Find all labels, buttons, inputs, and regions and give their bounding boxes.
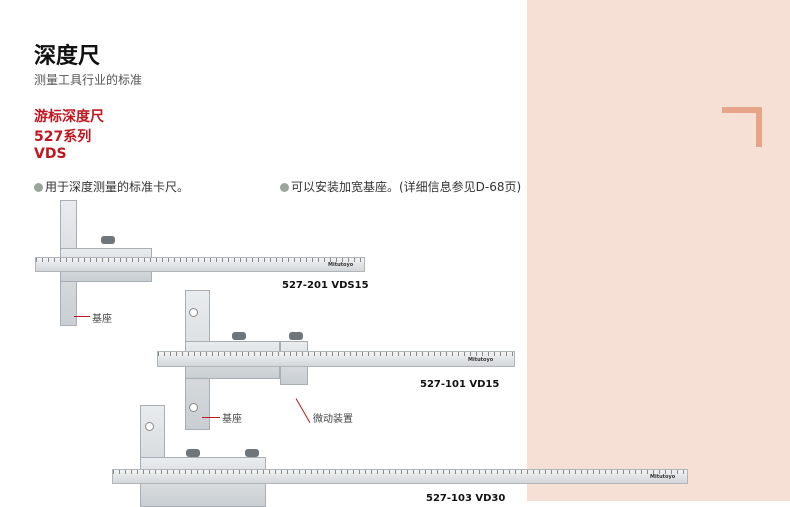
base-hole	[189, 308, 198, 317]
model-label: 527-201 VDS15	[282, 280, 369, 291]
base-hole	[145, 422, 154, 431]
feature-text: 可以安装加宽基座。(详细信息参见D-68页)	[291, 180, 522, 194]
decorative-side-panel	[527, 0, 790, 501]
brand-logo: Mitutoyo	[468, 357, 494, 363]
leader-line	[74, 316, 90, 317]
feature-item: 可以安装加宽基座。(详细信息参见D-68页)	[280, 178, 521, 195]
base-label: 基座	[222, 414, 242, 425]
product-code: VDS	[34, 146, 67, 162]
lock-screw-icon	[289, 332, 303, 340]
caliper-beam	[112, 469, 688, 484]
caliper-beam	[157, 351, 515, 367]
fine-adjust-label: 微动装置	[313, 414, 353, 425]
lock-screw-icon	[232, 332, 246, 340]
product-series: 527系列	[34, 129, 92, 145]
feature-item: 用于深度测量的标准卡尺。	[34, 178, 189, 195]
caliper-beam	[35, 257, 365, 272]
bullet-icon	[34, 183, 43, 192]
product-name: 游标深度尺	[34, 109, 104, 125]
base-hole	[189, 403, 198, 412]
brand-logo: Mitutoyo	[328, 262, 354, 268]
corner-bracket-icon	[722, 107, 762, 147]
page-title: 深度尺	[34, 44, 101, 69]
bullet-icon	[280, 183, 289, 192]
base-label: 基座	[92, 314, 112, 325]
model-label: 527-101 VD15	[420, 379, 500, 390]
lock-screw-icon	[186, 449, 200, 457]
lock-screw-icon	[245, 449, 259, 457]
model-label: 527-103 VD30	[426, 493, 506, 504]
brand-logo: Mitutoyo	[650, 474, 676, 480]
page-subtitle: 测量工具行业的标准	[34, 73, 143, 87]
leader-line	[295, 398, 311, 423]
feature-text: 用于深度测量的标准卡尺。	[45, 180, 190, 194]
lock-screw-icon	[101, 236, 115, 244]
leader-line	[202, 417, 220, 418]
